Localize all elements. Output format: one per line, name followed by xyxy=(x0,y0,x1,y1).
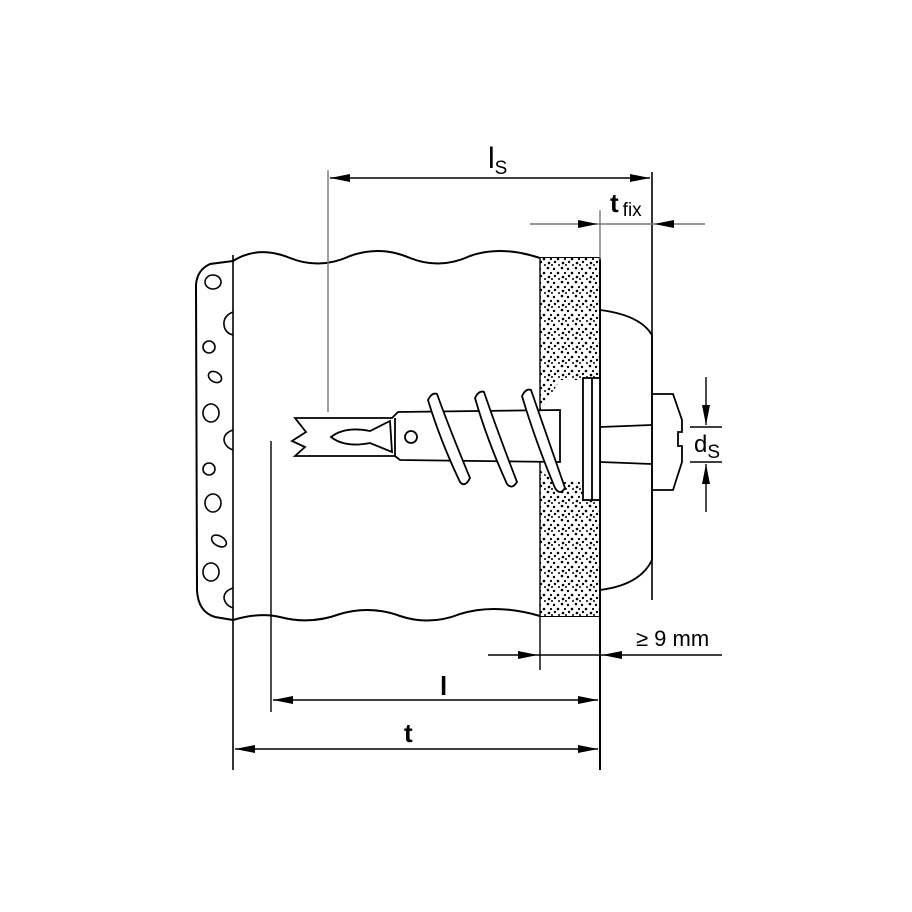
min-board-thickness-label: ≥ 9 mm xyxy=(636,626,709,651)
ls-label: lS xyxy=(488,142,507,179)
screw xyxy=(599,393,683,491)
back-wall xyxy=(194,255,234,770)
cavity-depth-label: t xyxy=(404,718,413,748)
fixture xyxy=(599,172,653,600)
plasterboard xyxy=(539,258,601,770)
ds-label: dS xyxy=(694,431,720,463)
cavity-break-lines xyxy=(232,249,600,622)
stone-pattern xyxy=(202,274,234,609)
anchor-length-label: l xyxy=(440,671,447,701)
dimension-lines xyxy=(235,170,722,753)
anchor xyxy=(290,377,601,501)
